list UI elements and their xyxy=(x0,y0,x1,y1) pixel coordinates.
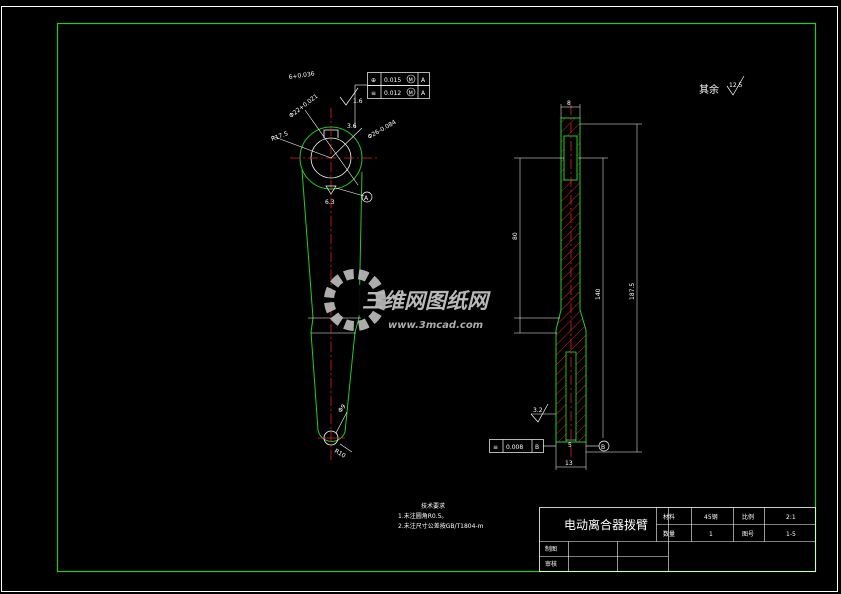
gear-icon xyxy=(324,269,386,331)
roughness-key-symbol xyxy=(325,185,337,195)
inner-frame xyxy=(56,22,817,573)
watermark-url: www.3mcad.com xyxy=(388,320,483,331)
roughness-rest-value: 12.5 xyxy=(729,82,743,89)
svg-text:≡: ≡ xyxy=(371,90,376,97)
scale-value: 2:1 xyxy=(786,514,796,521)
roughness-bottom-value: 3.2 xyxy=(533,407,543,414)
dim-140-label: 140 xyxy=(595,288,602,300)
title-text: 电动离合器拨臂 xyxy=(564,517,648,532)
svg-text:⊕: ⊕ xyxy=(371,77,376,84)
svg-text:≡: ≡ xyxy=(493,444,498,451)
watermark-brand: 三维网图纸网 xyxy=(362,289,491,313)
front-view: 6+0.036 Φ22+0.021 Φ26-0.084 R17.5 3.6 1.… xyxy=(270,70,430,460)
leader-hole xyxy=(335,411,348,434)
roughness-rest-label: 其余 xyxy=(699,83,719,96)
svg-text:M: M xyxy=(409,91,413,97)
roughness-bottom-symbol xyxy=(530,403,549,423)
tech-notes: 技术要求 1.未注圆角R0.5。 2.未注尺寸公差按GB/T1804-m xyxy=(398,502,484,530)
chamfer-dim-label: 3.6 xyxy=(347,123,357,130)
svg-text:A: A xyxy=(421,90,426,97)
roughness-bore-value: 1.6 xyxy=(353,98,363,105)
datum-b-label: B xyxy=(601,444,605,451)
scale-label: 比例 xyxy=(742,513,754,521)
drawing-no-label: 图号 xyxy=(742,531,754,538)
svg-text:0.015: 0.015 xyxy=(384,77,401,84)
end-radius-label: R10 xyxy=(333,448,347,460)
tol-top-label: 6+0.036 xyxy=(288,70,315,81)
bore-dim-label: Φ22+0.021 xyxy=(288,93,320,120)
hole-dim-label: Φ9 xyxy=(337,403,348,414)
material-value: 45钢 xyxy=(704,513,718,521)
notes-heading: 技术要求 xyxy=(421,502,445,510)
material-label: 材料 xyxy=(663,513,675,521)
svg-text:0.008: 0.008 xyxy=(506,444,523,451)
notes-item-2: 2.未注尺寸公差按GB/T1804-m xyxy=(398,522,484,530)
leader-end-radius xyxy=(339,443,353,453)
svg-text:B: B xyxy=(535,444,539,451)
datum-a-leader xyxy=(335,187,365,197)
side-slot-top xyxy=(563,135,578,181)
checked-label: 审核 xyxy=(545,560,557,568)
side-view: 8 80 140 187.5 13 5 3.2 B xyxy=(489,100,642,470)
dim-slot-width: 5 xyxy=(568,442,572,449)
quantity-value: 1 xyxy=(709,531,713,538)
quantity-label: 数量 xyxy=(663,530,675,538)
outer-frame xyxy=(1,6,838,592)
fcf-symmetry: ≡ 0.012 M A xyxy=(367,85,430,99)
roughness-key-value: 6.3 xyxy=(325,199,335,206)
dim-80-label: 80 xyxy=(512,232,519,240)
svg-text:M: M xyxy=(409,78,413,84)
notes-item-1: 1.未注圆角R0.5。 xyxy=(398,512,447,520)
datum-b-bubble xyxy=(598,440,610,452)
drawing-no-value: 1-5 xyxy=(786,531,796,538)
datum-a-label: A xyxy=(364,195,369,202)
radius-dim-label: R17.5 xyxy=(270,130,289,143)
watermark-logo: 三维网图纸网 www.3mcad.com xyxy=(324,269,491,331)
dim-top-width: 8 xyxy=(567,100,571,107)
dim-bottom-width: 13 xyxy=(565,460,573,467)
roughness-rest: 其余 12.5 xyxy=(699,75,745,96)
datum-a-bubble xyxy=(361,191,373,203)
dim-total-label: 187.5 xyxy=(629,283,636,300)
roughness-rest-symbol xyxy=(726,75,745,96)
svg-text:0.012: 0.012 xyxy=(384,90,401,97)
fcf-side: ≡ 0.008 B xyxy=(489,439,544,453)
hub-dim-label: Φ26-0.084 xyxy=(367,119,398,141)
leader-hub xyxy=(304,109,359,186)
drawn-label: 制图 xyxy=(545,545,557,553)
leader-bore xyxy=(330,127,363,159)
leader-radius xyxy=(271,135,332,159)
svg-text:A: A xyxy=(421,77,426,84)
title-block: 电动离合器拨臂 材料 45钢 比例 2:1 数量 1 图号 1-5 制图 审核 xyxy=(539,507,816,572)
fcf-position: ⊕ 0.015 M A xyxy=(367,72,430,86)
roughness-bore-symbol xyxy=(339,87,359,106)
